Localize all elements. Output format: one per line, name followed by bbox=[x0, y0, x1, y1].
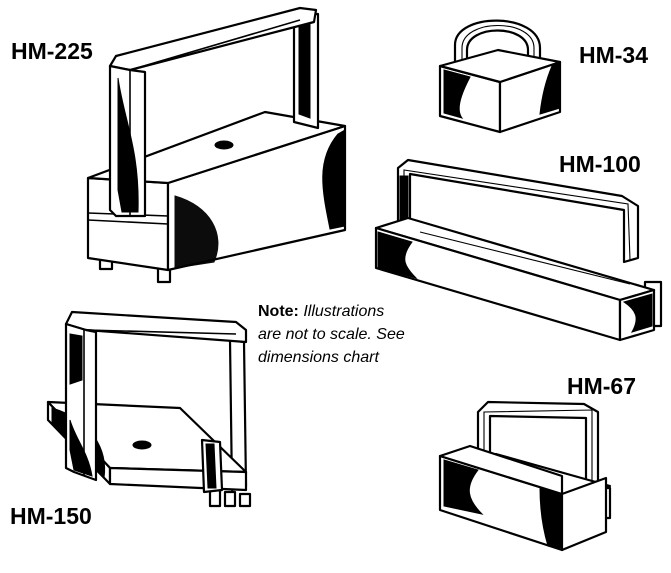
scale-note: Note: Illustrations are not to scale. Se… bbox=[258, 300, 408, 369]
model-label-hm150: HM-150 bbox=[10, 503, 92, 529]
hm150-illustration bbox=[46, 310, 252, 508]
model-label-hm67: HM-67 bbox=[567, 373, 637, 399]
model-label-hm100: HM-100 bbox=[559, 151, 641, 177]
hm225-illustration bbox=[86, 6, 347, 284]
hm67-illustration bbox=[438, 400, 612, 552]
model-label-hm34: HM-34 bbox=[579, 42, 649, 68]
hm100-illustration bbox=[374, 158, 663, 342]
note-lead: Note: bbox=[258, 303, 299, 320]
hm34-illustration bbox=[438, 19, 562, 134]
note-body: Illustrations are not to scale. See dime… bbox=[258, 303, 405, 366]
model-label-hm225: HM-225 bbox=[11, 38, 93, 64]
